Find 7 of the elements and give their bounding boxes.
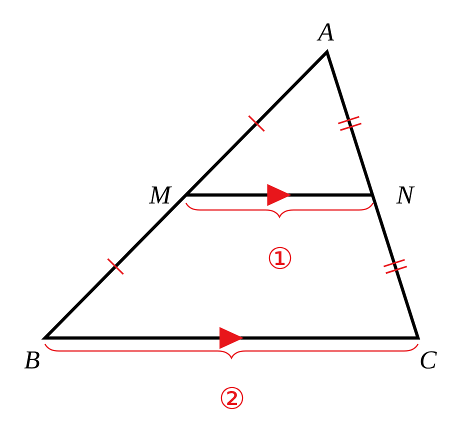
vertex-label: C: [420, 351, 437, 369]
vertex-label: M: [148, 186, 172, 204]
vertex-label: B: [24, 351, 40, 368]
vertex-label: N: [396, 186, 415, 204]
circled-number: ①: [268, 246, 292, 270]
circled-number: ②: [220, 386, 244, 410]
vertex-label: A: [316, 23, 334, 41]
